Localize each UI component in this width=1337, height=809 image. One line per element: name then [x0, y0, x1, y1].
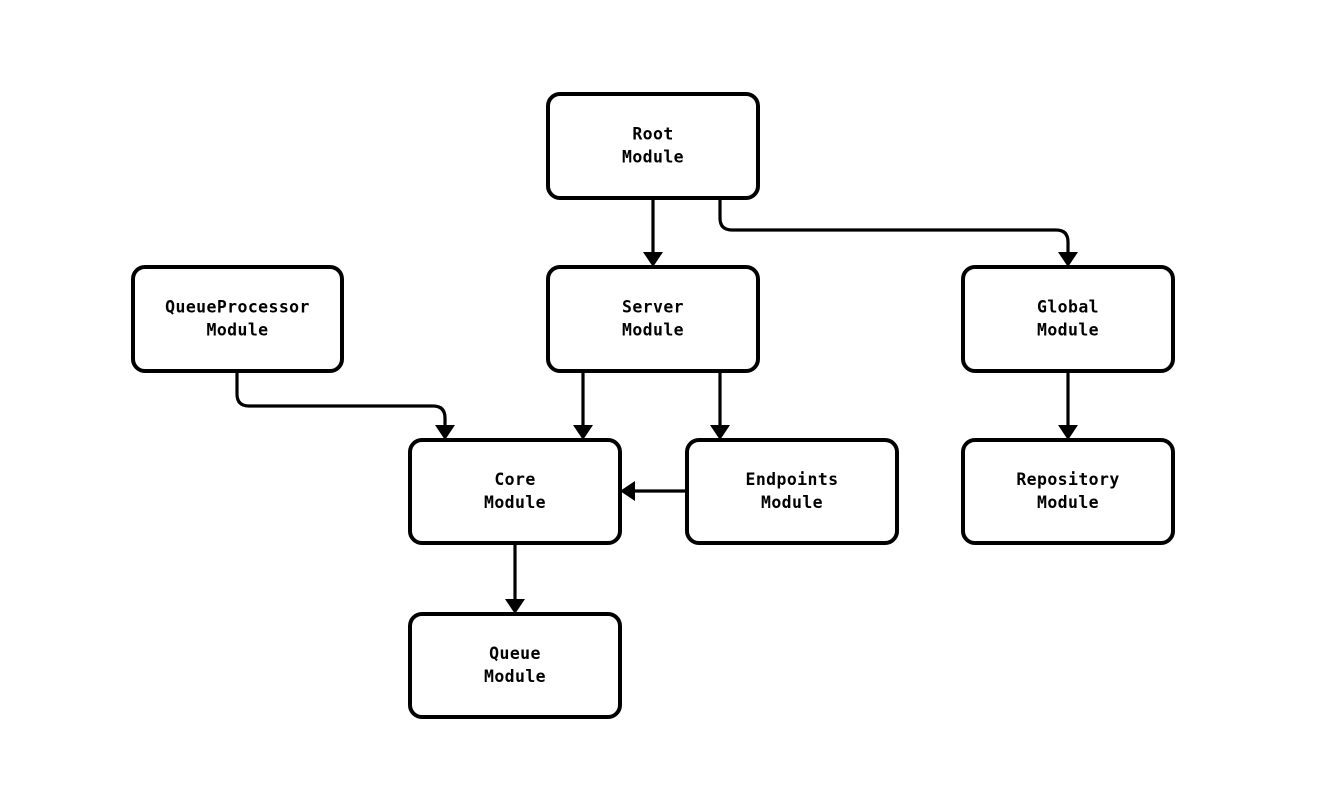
server-module-label-line1: Server [622, 298, 684, 317]
edge-queueprocessor-to-core [235, 371, 455, 440]
edge-core-to-queue [505, 543, 525, 614]
global-module-label-line1: Global [1037, 298, 1099, 317]
queue-processor-module-label-line1: QueueProcessor [165, 298, 310, 317]
core-module-label-line2: Module [484, 493, 546, 512]
edge-server-to-endpoints-arrowhead-icon [710, 425, 730, 440]
edge-endpoints-to-core [620, 481, 687, 501]
root-module-box[interactable] [546, 92, 760, 200]
root-module-label-line1: Root [632, 125, 673, 144]
global-module-label-line2: Module [1037, 321, 1099, 340]
edge-root-to-global [718, 198, 1078, 267]
server-module-label-line2: Module [622, 321, 684, 340]
edge-global-to-repository-arrowhead-icon [1058, 425, 1078, 440]
edge-endpoints-to-core-arrowhead-icon [620, 481, 635, 501]
edge-queueprocessor-to-core-line [235, 371, 447, 426]
global-module-box[interactable] [961, 265, 1175, 373]
repository-module-box[interactable] [961, 438, 1175, 545]
edge-root-to-global-arrowhead-icon [1058, 252, 1078, 267]
core-module-label-line1: Core [494, 470, 535, 489]
edge-global-to-repository [1058, 371, 1078, 440]
core-module-box[interactable] [408, 438, 622, 545]
queue-processor-module-label-line2: Module [206, 321, 268, 340]
edge-root-to-server-arrowhead-icon [643, 252, 663, 267]
nodes-layer: RootModuleQueueProcessorModuleServerModu… [131, 92, 1175, 719]
edge-server-to-core-arrowhead-icon [573, 425, 593, 440]
edge-server-to-core [573, 371, 593, 440]
root-module-label-line2: Module [622, 148, 684, 167]
queue-module-label-line2: Module [484, 667, 546, 686]
queue-module-label-line1: Queue [489, 644, 541, 663]
repository-module-label-line2: Module [1037, 493, 1099, 512]
edges-layer [235, 198, 1078, 614]
edge-core-to-queue-arrowhead-icon [505, 599, 525, 614]
endpoints-module-label-line2: Module [761, 493, 823, 512]
edge-server-to-endpoints [710, 371, 730, 440]
server-module-box[interactable] [546, 265, 760, 373]
edge-root-to-server [643, 198, 663, 267]
edge-root-to-global-line [718, 198, 1070, 253]
edge-queueprocessor-to-core-arrowhead-icon [435, 425, 455, 440]
endpoints-module-box[interactable] [685, 438, 899, 545]
queue-processor-module-box[interactable] [131, 265, 344, 373]
endpoints-module-label-line1: Endpoints [745, 470, 838, 489]
repository-module-label-line1: Repository [1016, 470, 1119, 489]
queue-module-box[interactable] [408, 612, 622, 719]
